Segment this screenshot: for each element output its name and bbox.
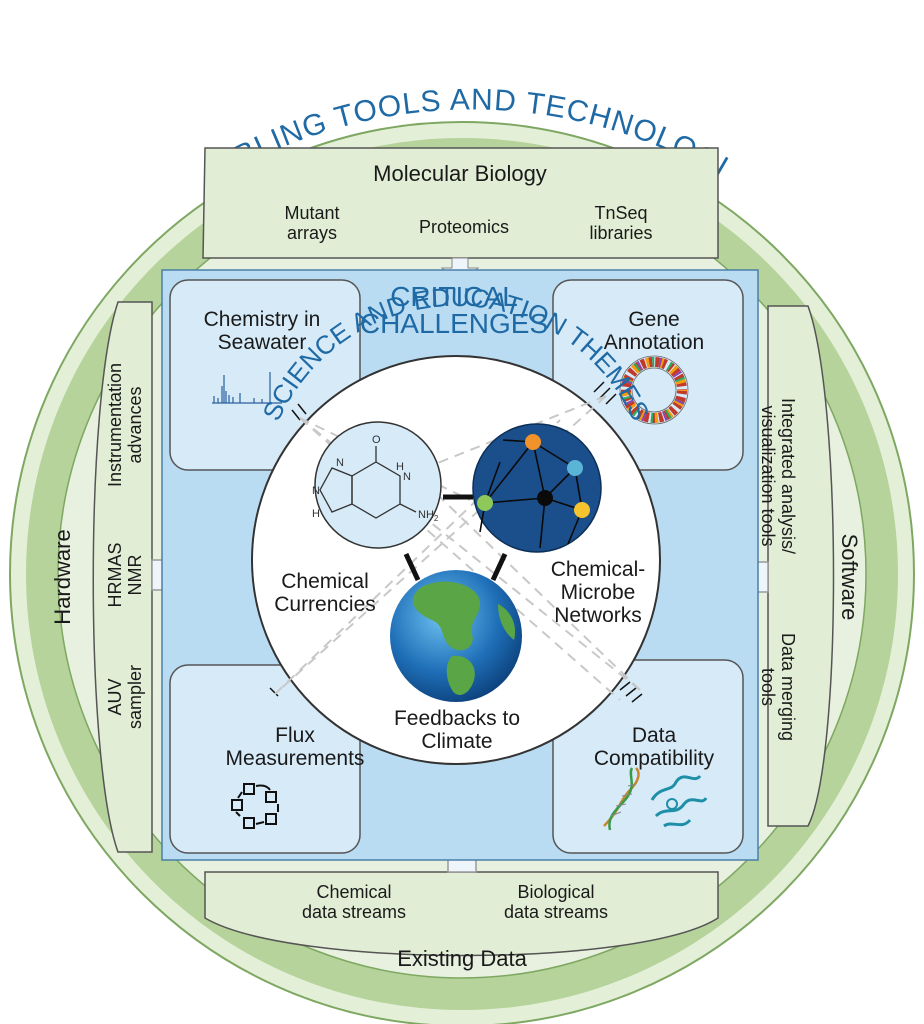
svg-text:H: H xyxy=(312,508,320,520)
text-line: sampler xyxy=(125,665,145,729)
svg-text:NH2: NH2 xyxy=(418,509,439,523)
software-title: Software xyxy=(837,534,862,621)
text-line: Chemical- xyxy=(551,558,646,581)
text-line: Data xyxy=(632,724,677,747)
text-line: Biological xyxy=(517,882,594,902)
text-line: libraries xyxy=(589,223,652,243)
text-line: Seawater xyxy=(218,331,307,354)
gene-ring-icon xyxy=(619,355,689,425)
text-line: Compatibility xyxy=(594,747,715,770)
text-line: Integrated analysis/ xyxy=(778,398,798,554)
molecule-icon xyxy=(319,446,417,519)
text-line: Measurements xyxy=(226,747,365,770)
critical-challenges-title-line2: CHALLENGES xyxy=(360,308,548,339)
hardware-item: HRMASNMR xyxy=(105,542,145,607)
text-line: Chemical xyxy=(281,570,369,593)
text-line: Chemical xyxy=(316,882,391,902)
hardware-panel xyxy=(92,301,153,853)
text-line: Feedbacks to xyxy=(394,707,520,730)
hardware-item: AUVsampler xyxy=(105,665,145,729)
text-line: Data merging xyxy=(778,633,798,741)
hardware-title: Hardware xyxy=(50,529,75,624)
text-line: Instrumentation xyxy=(105,363,125,487)
text-line: Networks xyxy=(554,604,642,627)
network-circle xyxy=(472,423,602,553)
text-line: AUV xyxy=(105,678,125,715)
svg-text:N: N xyxy=(312,485,320,497)
molecular-biology-title: Molecular Biology xyxy=(373,161,547,186)
software-item: Data mergingtools xyxy=(758,633,798,741)
software-panel xyxy=(767,305,835,827)
text-line: Annotation xyxy=(604,331,704,354)
text-line: Mutant xyxy=(284,203,339,223)
spectrum-icon xyxy=(212,372,282,404)
earth-continents xyxy=(412,581,516,695)
text-line: Microbe xyxy=(561,581,636,604)
molecule-labels: O N H N N H NH2 xyxy=(312,434,439,523)
cycle-icon xyxy=(231,783,279,829)
text-line: arrays xyxy=(287,223,337,243)
network-nodes xyxy=(477,434,590,518)
text-line: data streams xyxy=(504,902,608,922)
text-line: HRMAS xyxy=(105,542,125,607)
text-line: Currencies xyxy=(274,593,376,616)
text-line: NMR xyxy=(125,555,145,596)
text-line: Climate xyxy=(421,730,492,753)
text-line: TnSeq xyxy=(594,203,647,223)
theme-connectors xyxy=(403,494,508,582)
text-line: Chemistry in xyxy=(204,308,321,331)
text-line: data streams xyxy=(302,902,406,922)
svg-text:N: N xyxy=(336,457,344,469)
molecule-circle xyxy=(314,421,442,549)
text-line: visualization tools xyxy=(758,405,778,546)
molecular-biology-panel xyxy=(202,147,719,259)
text-line: Flux xyxy=(275,724,315,747)
existing-data-panel xyxy=(204,871,719,957)
text-line: advances xyxy=(125,386,145,463)
connector-ticks xyxy=(269,381,643,703)
software-item: Integrated analysis/visualization tools xyxy=(758,398,798,554)
challenge-box-flux xyxy=(169,664,361,854)
text-line: tools xyxy=(758,668,778,706)
text-line: Proteomics xyxy=(419,217,509,237)
protein-icon xyxy=(650,774,708,828)
svg-text:O: O xyxy=(372,434,381,446)
existing-data-title: Existing Data xyxy=(397,946,527,971)
dna-icon xyxy=(603,767,640,831)
svg-text:H: H xyxy=(396,461,404,473)
critical-challenges-title-line1: CRITICAL xyxy=(390,281,518,312)
hardware-item: Instrumentationadvances xyxy=(105,363,145,487)
svg-text:N: N xyxy=(403,471,411,483)
challenge-box-data xyxy=(552,659,744,854)
text-line: Gene xyxy=(628,308,679,331)
molecular-biology-item: Proteomics xyxy=(419,217,509,237)
